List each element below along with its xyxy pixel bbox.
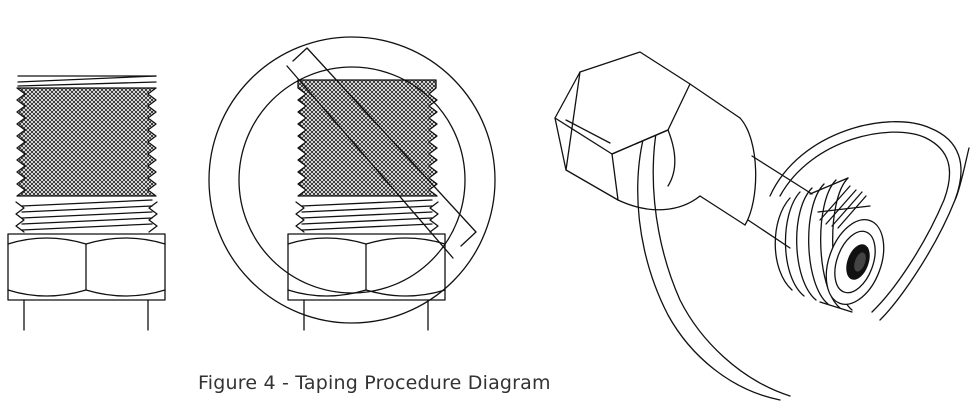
prohibition-sign [208, 36, 496, 324]
figure-caption: Figure 4 - Taping Procedure Diagram [198, 372, 551, 394]
tape-wrap [297, 79, 438, 197]
thread-top-edge [17, 75, 157, 87]
hex-nut [7, 233, 166, 301]
shaft-lines [303, 299, 429, 331]
fitting-shaft [617, 83, 813, 249]
tape-wrap [16, 87, 157, 197]
bare-threads [295, 199, 439, 233]
threaded-end [774, 177, 885, 313]
panel-incorrect-taping [208, 36, 496, 331]
bare-threads [15, 199, 158, 233]
tape-strip [817, 185, 871, 229]
tape-roll-front [769, 121, 962, 321]
tape-roll-outer [652, 77, 791, 397]
hex-nut [287, 233, 446, 301]
panel-correct-taping [7, 75, 166, 331]
panel-tape-application [554, 51, 970, 401]
hex-body [554, 51, 691, 201]
shaft-lines [23, 299, 149, 331]
